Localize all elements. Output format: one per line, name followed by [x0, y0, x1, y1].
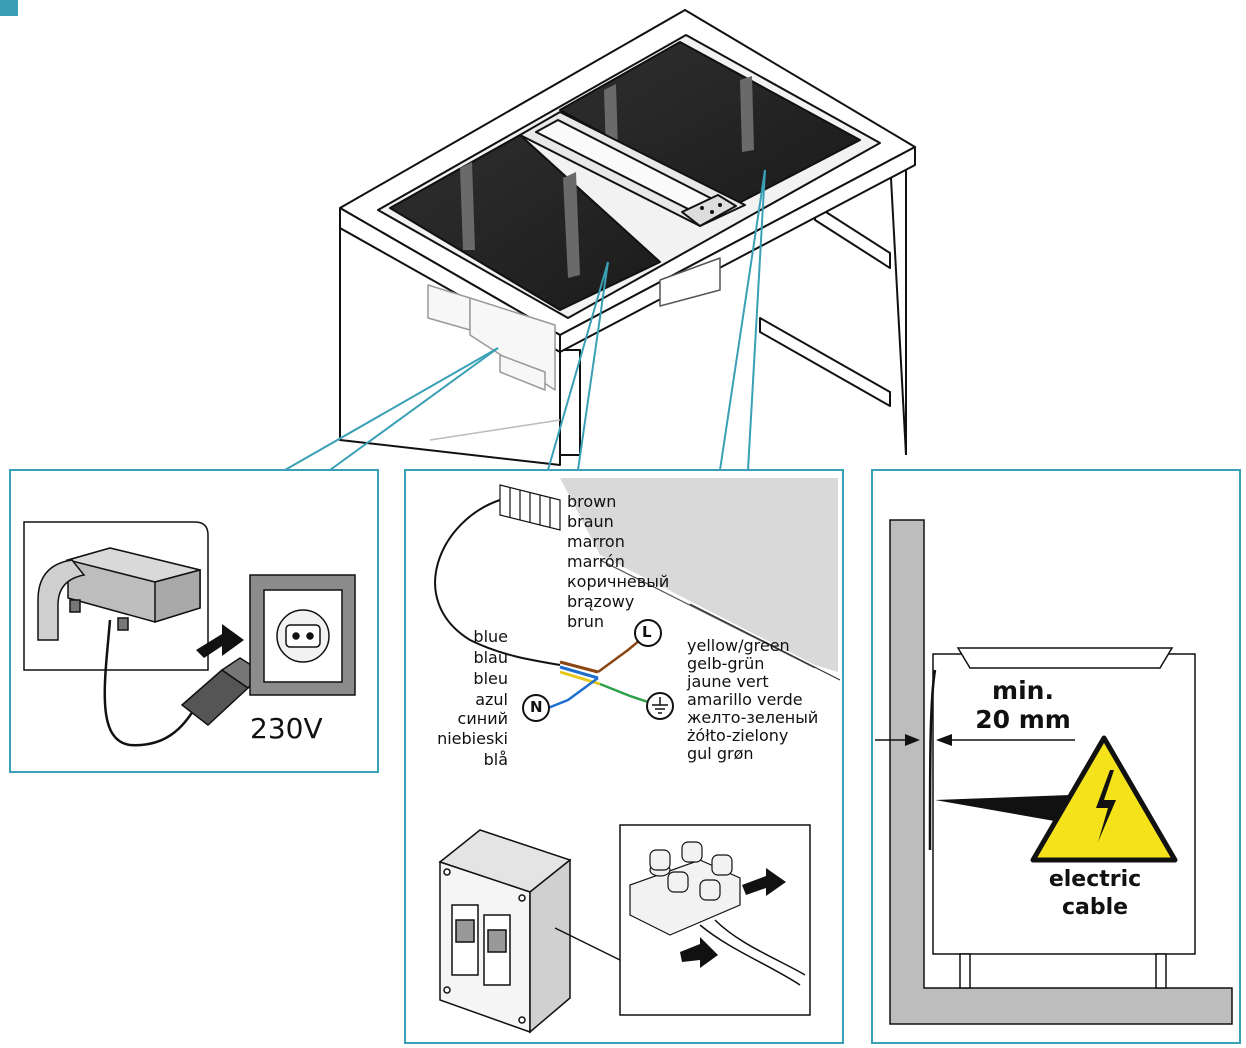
electric-cable-line	[928, 669, 937, 851]
power-cord	[103, 619, 202, 747]
blue-label-fr: bleu	[473, 669, 508, 688]
yg-label-dk: gul grøn	[687, 744, 754, 763]
wall-socket	[249, 574, 356, 696]
yg-label-ru: желто-зеленый	[687, 708, 819, 727]
panel-wiring	[404, 469, 844, 1044]
brown-label-en: brown	[567, 492, 617, 511]
callout-lines	[284, 169, 766, 471]
brown-label-de: braun	[567, 512, 614, 531]
arrow-right-icon-2	[680, 937, 718, 968]
voltage-label: 230V	[250, 712, 323, 745]
brown-label-pl: brązowy	[567, 592, 635, 611]
dimension-arrow-left-icon	[905, 734, 920, 746]
brown-label-fr: marron	[567, 532, 625, 551]
motor-unit-under-worktop	[427, 284, 556, 391]
corner-marker	[0, 0, 18, 16]
yg-label-es: amarillo verde	[687, 690, 803, 709]
blue-label-dk: blå	[483, 750, 508, 769]
clearance-line2: 20 mm	[975, 705, 1071, 734]
high-voltage-warning-icon	[1030, 735, 1178, 863]
terminal-l-letter: L	[642, 623, 652, 641]
terminal-strip	[499, 484, 561, 531]
brown-label-ru: коричневый	[567, 572, 670, 591]
terminal-n-letter: N	[530, 698, 543, 716]
electric-cable-label: electric cable	[1030, 866, 1160, 922]
live-terminal-icon	[634, 619, 662, 647]
clearance-label: min. 20 mm	[968, 676, 1078, 734]
neutral-terminal-icon	[522, 694, 550, 722]
blue-label-es: azul	[475, 690, 508, 709]
panel-plug-connection	[9, 469, 379, 773]
dimension-arrow-right-icon	[936, 734, 952, 746]
blue-label-pl: niebieski	[437, 729, 508, 748]
junction-box	[438, 829, 572, 1034]
yg-label-en: yellow/green	[687, 636, 790, 655]
motor-unit	[37, 547, 201, 641]
earth-terminal-icon	[646, 692, 674, 720]
blue-label-ru: синий	[457, 709, 508, 728]
yg-label-de: gelb-grün	[687, 654, 765, 673]
arrow-right-icon	[742, 868, 786, 896]
yg-label-fr: jaune vert	[687, 672, 769, 691]
brown-label-dk: brun	[567, 612, 605, 631]
brown-label-es: marrón	[567, 552, 625, 571]
pointer-wedge	[935, 795, 1070, 822]
wall-and-floor	[889, 519, 1233, 1025]
insert-arrow-icon	[196, 624, 244, 658]
terminal-block-inset	[619, 824, 811, 1016]
yg-label-pl: żółto-zielony	[687, 726, 789, 745]
blue-label-en: blue	[473, 627, 508, 646]
warning-line1: electric	[1048, 867, 1142, 892]
cabinet-with-hob	[339, 9, 916, 466]
panel-clearance	[871, 469, 1241, 1044]
blue-label-de: blau	[473, 648, 508, 667]
clearance-line1: min.	[992, 676, 1054, 705]
warning-line2: cable	[1061, 895, 1129, 920]
